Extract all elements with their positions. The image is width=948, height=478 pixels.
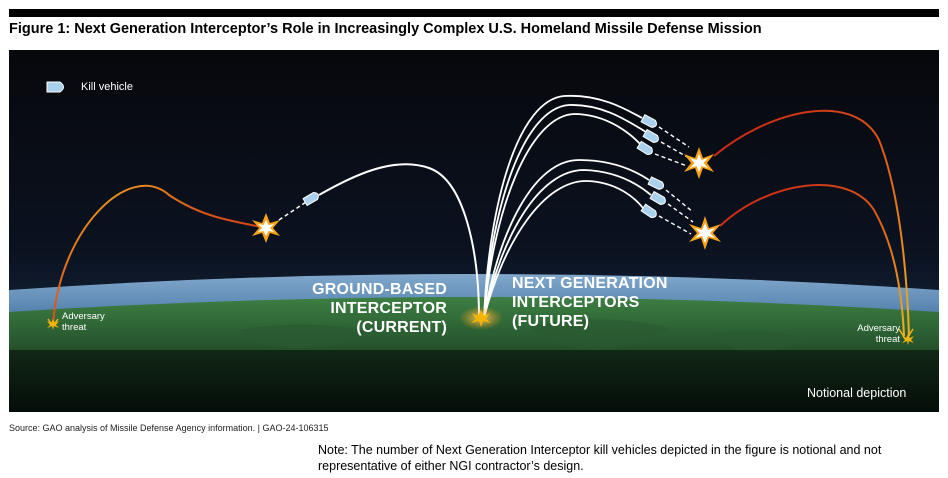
threat-trajectory-right-lower: [719, 184, 905, 337]
threat-label-line: threat: [875, 334, 900, 345]
gbi-label-line: (CURRENT): [356, 319, 447, 336]
adversary-threat-label-left: Adversary threat: [62, 311, 105, 333]
threat-trajectory-right-upper: [713, 109, 910, 337]
kill-vehicle-lower-1: [647, 176, 665, 190]
threat-label-line: Adversary: [857, 323, 900, 334]
notional-depiction-label: Notional depiction: [807, 386, 907, 400]
kill-vehicle-icon: [302, 192, 319, 207]
gbi-label: GROUND-BASED INTERCEPTOR (CURRENT): [304, 280, 447, 337]
threat-trajectory-left: [52, 184, 268, 326]
ngi-label-line: INTERCEPTORS: [512, 294, 640, 311]
threat-label-line: Adversary: [62, 311, 105, 322]
kill-vehicle-upper-2: [642, 128, 659, 143]
kill-vehicle-upper-1: [640, 114, 657, 128]
adversary-launch-right: [902, 334, 914, 345]
launch-burst: [459, 306, 503, 330]
ngi-label-line: (FUTURE): [512, 313, 590, 330]
adversary-launch-left: [47, 319, 59, 330]
legend-label: Kill vehicle: [81, 81, 133, 93]
threat-label-line: threat: [62, 322, 87, 333]
legend-kill-vehicle-icon: [46, 81, 64, 93]
gbi-label-line: GROUND-BASED: [312, 281, 447, 298]
intercept-burst-lower: [689, 216, 721, 250]
kill-vehicle-lower-3: [640, 203, 657, 219]
diagram-panel: Kill vehicle GROUND-BASED INTERCEPTOR (C…: [9, 50, 939, 412]
kill-vehicle-upper-3: [636, 140, 653, 156]
ngi-label-line: NEXT GENERATION: [512, 275, 668, 292]
gbi-label-line: INTERCEPTOR: [330, 300, 447, 317]
title-rule: [9, 9, 939, 17]
source-line: Source: GAO analysis of Missile Defense …: [9, 423, 329, 433]
diagram-graphic: [9, 50, 939, 412]
ngi-trajectories-lower: [483, 159, 652, 319]
ngi-label: NEXT GENERATION INTERCEPTORS (FUTURE): [512, 274, 668, 331]
intercept-burst-upper: [684, 147, 714, 179]
intercept-burst-left: [252, 213, 280, 243]
ngi-trajectories-upper: [483, 94, 647, 319]
gbi-trajectory: [318, 163, 480, 319]
figure-note: Note: The number of Next Generation Inte…: [318, 443, 882, 473]
kill-vehicle-lower-2: [649, 190, 666, 205]
adversary-threat-label-right: Adversary threat: [844, 323, 900, 345]
figure-title: Figure 1: Next Generation Interceptor’s …: [9, 21, 762, 37]
